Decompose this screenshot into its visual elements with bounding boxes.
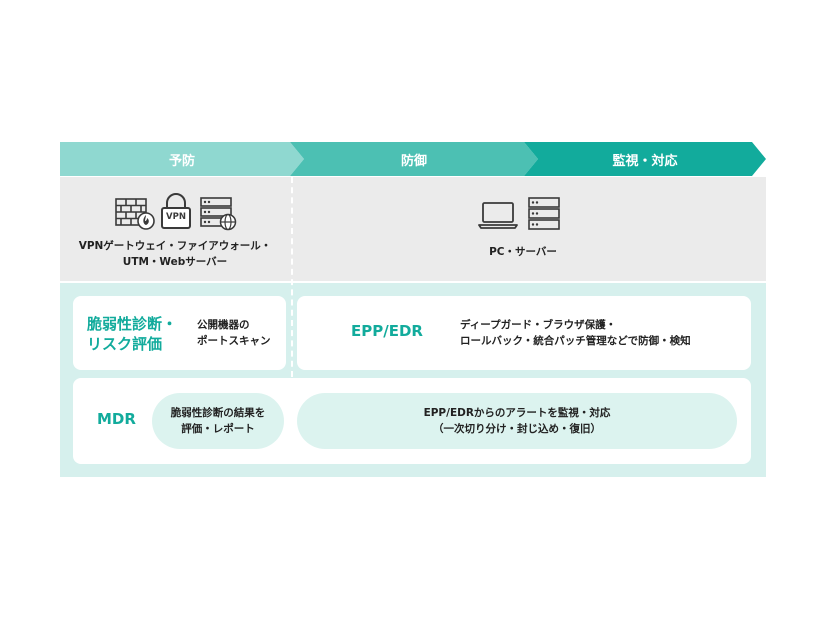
epp-edr-card: EPP/EDR ディープガード・ブラウザ保護・ ロールバック・統合パッチ管理など… — [297, 296, 751, 370]
epp-edr-description-line1: ディープガード・ブラウザ保護・ — [460, 319, 617, 331]
network-assets-label: VPNゲートウェイ・ファイアウォール・ UTM・Webサーバー — [66, 238, 284, 270]
firewall-icon — [114, 197, 156, 235]
laptop-icon — [478, 200, 518, 234]
vulnerability-title-line2: リスク評価 — [87, 335, 163, 353]
mdr-alert-line1: EPP/EDRからのアラートを監視・対応 — [423, 407, 611, 419]
endpoint-assets-label: PC・サーバー — [489, 246, 557, 258]
vulnerability-title: 脆弱性診断・ リスク評価 — [87, 314, 177, 354]
phase-monitor: 監視・対応 — [524, 142, 766, 176]
server-globe-icon — [199, 196, 237, 236]
vulnerability-description-line1: 公開機器の — [197, 319, 250, 331]
phase-prevent: 予防 — [60, 142, 304, 176]
network-assets-label-line2: UTM・Webサーバー — [122, 256, 228, 268]
server-icon — [527, 196, 561, 236]
phase-defend-label: 防御 — [400, 153, 427, 169]
vpn-lock-icon: VPN — [159, 193, 193, 235]
vulnerability-assessment-card: 脆弱性診断・ リスク評価 公開機器の ポートスキャン — [73, 296, 286, 370]
mdr-alert-line2: （一次切り分け・封じ込め・復旧） — [433, 423, 601, 435]
network-assets-label-line1: VPNゲートウェイ・ファイアウォール・ — [78, 240, 272, 252]
mdr-alert-pill: EPP/EDRからのアラートを監視・対応 （一次切り分け・封じ込め・復旧） — [297, 393, 737, 449]
epp-edr-description-line2: ロールバック・統合パッチ管理などで防御・検知 — [460, 335, 691, 347]
epp-edr-description: ディープガード・ブラウザ保護・ ロールバック・統合パッチ管理などで防御・検知 — [460, 317, 691, 349]
vulnerability-title-line1: 脆弱性診断・ — [87, 315, 178, 333]
mdr-report-line2: 評価・レポート — [181, 423, 255, 435]
vulnerability-description-line2: ポートスキャン — [197, 335, 271, 347]
vpn-icon-text: VPN — [166, 212, 186, 222]
vulnerability-description: 公開機器の ポートスキャン — [197, 317, 271, 349]
mdr-report-pill: 脆弱性診断の結果を 評価・レポート — [152, 393, 284, 449]
epp-edr-title: EPP/EDR — [351, 322, 423, 340]
phase-defend: 防御 — [290, 142, 538, 176]
phase-monitor-label: 監視・対応 — [612, 153, 678, 169]
phase-divider — [291, 177, 293, 377]
phase-prevent-label: 予防 — [168, 153, 195, 169]
mdr-report-line1: 脆弱性診断の結果を — [170, 407, 266, 419]
mdr-title: MDR — [97, 410, 136, 428]
